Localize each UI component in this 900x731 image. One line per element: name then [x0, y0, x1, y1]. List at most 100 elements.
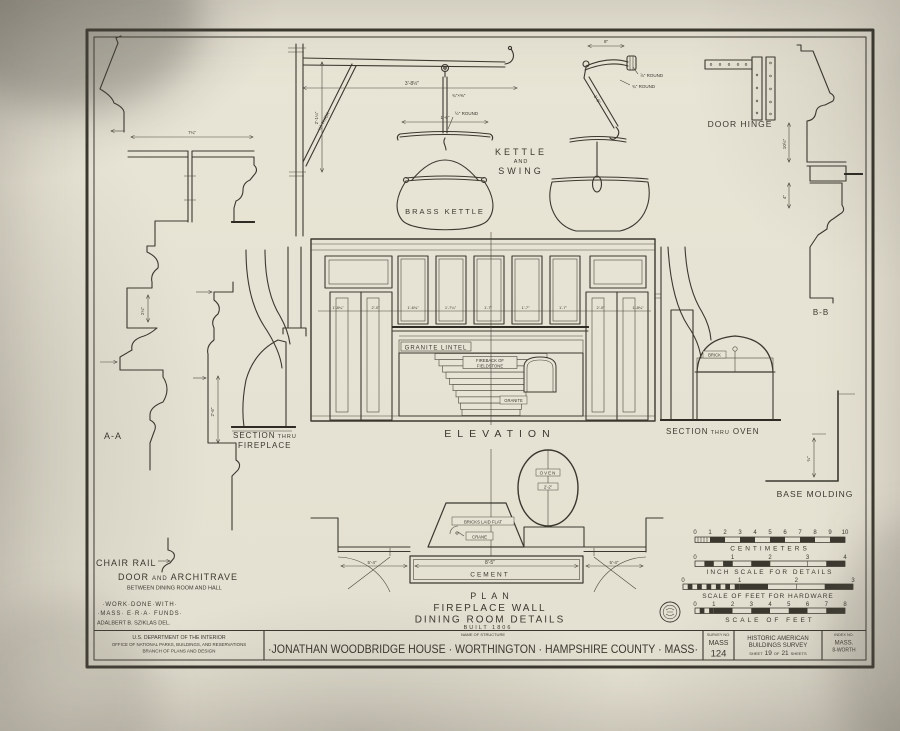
tick-label: 3 — [750, 602, 754, 608]
tick-label: 0 — [693, 555, 697, 561]
dim-label: 3'-8½" — [405, 80, 419, 87]
index-no-label: INDEX NO. — [834, 633, 853, 637]
credit-line: ADALBERT B. SZIKLAS DEL. — [97, 621, 171, 627]
figure-base-molding: ¾" BASE MOLDING — [765, 390, 855, 499]
tick-label: 4 — [768, 602, 772, 608]
survey-no-label: SURVEY NO. — [707, 633, 730, 637]
elevation-label: ELEVATION — [444, 428, 555, 440]
brick-label: BRICK — [708, 353, 721, 358]
dim-label: 8'-5" — [485, 560, 495, 566]
figure-profile-bb: 10½" 4" B-B — [781, 44, 863, 317]
scale-fills — [687, 584, 853, 590]
figure-plan: OVEN 2'-2" BRICKS LAID FLAT CRANE 8'-5" … — [310, 449, 664, 631]
tick-label: 2 — [723, 530, 727, 536]
tick-label: 3 — [806, 555, 810, 561]
fireback-label: FIELDSTONE — [477, 364, 503, 369]
credit-line: ·WORK·DONE·WITH· — [102, 602, 177, 608]
tick-label: 7 — [825, 602, 829, 608]
habs-line: HISTORIC AMERICAN — [747, 636, 809, 642]
scale-label: SCALE OF FEET FOR HARDWARE — [702, 593, 833, 600]
dim-label: 7¼" — [188, 130, 196, 135]
survey-no-state: MASS — [709, 640, 729, 647]
dim-label: 10½" — [781, 138, 787, 149]
scale-label: INCH SCALE FOR DETAILS — [707, 569, 834, 576]
title-block-index: INDEX NO. MASS. 8-WORTH — [832, 633, 856, 654]
survey-stamp — [659, 601, 681, 623]
scale-label: SCALE OF FEET — [725, 617, 815, 624]
tick-label: 1'-8¼" — [632, 305, 644, 310]
figure-elevation: GRANITE LINTEL FIREBACK OF FIELDSTONE GR… — [310, 232, 656, 440]
tick-label: 1 — [708, 530, 712, 536]
kettle-swing-title: KETTLE — [495, 147, 547, 157]
plan-title: BUILT 1806 — [464, 625, 513, 631]
tick-label: 5 — [787, 602, 791, 608]
agency-line: U.S. DEPARTMENT OF THE INTERIOR — [132, 635, 226, 641]
tick-label: 7 — [798, 530, 802, 536]
dim-label: 8" — [604, 39, 609, 44]
dim-label: 5'-4" — [368, 560, 377, 565]
figure-kettle-and-swing: ½" THICK 3'-8½" 2'-1¼" ¾"×⅜" ½" ROUND 1'… — [288, 43, 547, 237]
tick-label: 2 — [795, 578, 799, 584]
tick-label: 4 — [753, 530, 757, 536]
tick-label: 1'-6¾" — [407, 305, 419, 310]
tick-label: 8 — [843, 602, 847, 608]
tick-label: 1'-7" — [559, 305, 568, 310]
figure-cornice-profile-aa: 7¼" 2¼" A-A — [99, 35, 258, 573]
tick-label: 6 — [783, 530, 787, 536]
overmantel-panels — [397, 255, 581, 325]
dim-label: ¾"×⅜" — [452, 93, 466, 98]
section-bb-label: B-B — [813, 308, 829, 317]
title-block-agency: U.S. DEPARTMENT OF THE INTERIOR OFFICE O… — [112, 635, 246, 654]
kettle-swing-title: AND — [514, 159, 529, 165]
bricks-laid-flat-label: BRICKS LAID FLAT — [464, 519, 502, 524]
dim-label: 2'-1¼" — [314, 111, 319, 124]
tick-label: 3 — [738, 530, 742, 536]
title-block-habs: HISTORIC AMERICAN BUILDINGS SURVEY SHEET… — [747, 636, 809, 657]
cement-label: CEMENT — [470, 572, 509, 579]
tick-label: 1'-7" — [522, 305, 531, 310]
tick-label: 10 — [842, 530, 849, 536]
scale-fills — [710, 537, 845, 543]
name-of-structure-label: NAME OF STRUCTURE — [461, 632, 505, 637]
dim-label: ½" ROUND — [455, 110, 479, 116]
scale-label: CENTIMETERS — [730, 546, 810, 553]
dim-label: ¾" ROUND — [632, 84, 656, 89]
tick-label: 2 — [768, 555, 772, 561]
tick-label: 8 — [813, 530, 817, 536]
survey-no-number: 124 — [711, 649, 727, 660]
tick-label: 1 — [712, 602, 716, 608]
credit-line: ·MASS· E·R·A· FUNDS· — [97, 611, 182, 617]
right-door — [585, 291, 649, 421]
tick-label: 2'-0" — [372, 305, 381, 310]
plan-title: DINING ROOM DETAILS — [415, 615, 566, 626]
tick-label: 1 — [731, 555, 735, 561]
dim-label: ⅞" ROUND — [640, 73, 664, 78]
tick-label: 1'-8¼" — [332, 305, 344, 310]
dim-label: 1'-6" — [593, 94, 602, 105]
tick-label: 3 — [851, 578, 855, 584]
tick-label: 5 — [768, 530, 772, 536]
tick-label: 2 — [731, 602, 735, 608]
plan-title: FIREPLACE WALL — [433, 603, 546, 614]
granite-lintel-label: GRANITE LINTEL — [405, 346, 468, 352]
tick-label: 0 — [681, 578, 685, 584]
tick-label: 0 — [693, 530, 697, 536]
dim-label: 2'-2" — [544, 485, 553, 490]
plan-title: PLAN — [470, 591, 514, 601]
oven-label: OVEN — [540, 471, 557, 476]
elevation-dim-row: 1'-8¼"2'-0"1'-6¾"1'-7¼"1'-7"1'-7"1'-7"2'… — [332, 305, 644, 310]
dim-label: 4" — [782, 195, 787, 200]
tick-label: 1'-7¼" — [445, 305, 457, 310]
title-block-structure: NAME OF STRUCTURE ·JONATHAN WOODBRIDGE H… — [268, 632, 698, 656]
